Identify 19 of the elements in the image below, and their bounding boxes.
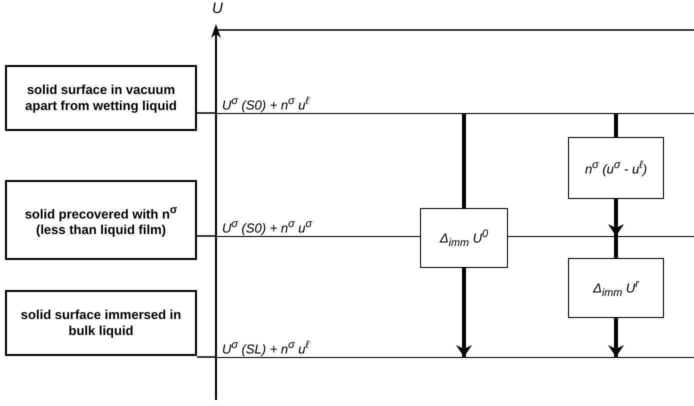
- level-label: U$^{σ}$ (SL) + n$^{σ}$ u$^{ℓ}$: [222, 338, 310, 356]
- level-label: U$^{σ}$ (S0) + n$^{σ}$ u$^{ℓ}$: [222, 94, 310, 112]
- level-label: U$^{σ}$ (S0) + n$^{σ}$ u$^{σ}$: [222, 218, 312, 235]
- connector-line: [614, 113, 618, 137]
- connector-line: [197, 356, 216, 358]
- state-box: solid precovered with n$^{σ}$ (less than liquid film): [5, 180, 197, 260]
- state-box: solid surface immersed in bulk liquid: [5, 290, 197, 356]
- quantity-box: Δ$_{imm}$ U$^{r}$: [568, 258, 664, 318]
- quantity-box: n$^{σ}$ (u$^{σ}$ - u$^{ℓ}$): [568, 137, 664, 199]
- connector-line: [462, 113, 466, 208]
- arrow: [456, 268, 472, 357]
- connector-line: [197, 112, 216, 114]
- state-box: solid surface in vacuum apart from wetting liquid: [5, 65, 197, 131]
- connector-line: [614, 236, 618, 258]
- arrow: [608, 199, 624, 236]
- quantity-box: Δ$_{imm}$ U$^{0}$: [420, 208, 508, 268]
- connector-line: [197, 235, 216, 237]
- axis-label: U: [212, 0, 223, 17]
- arrow: [608, 318, 624, 357]
